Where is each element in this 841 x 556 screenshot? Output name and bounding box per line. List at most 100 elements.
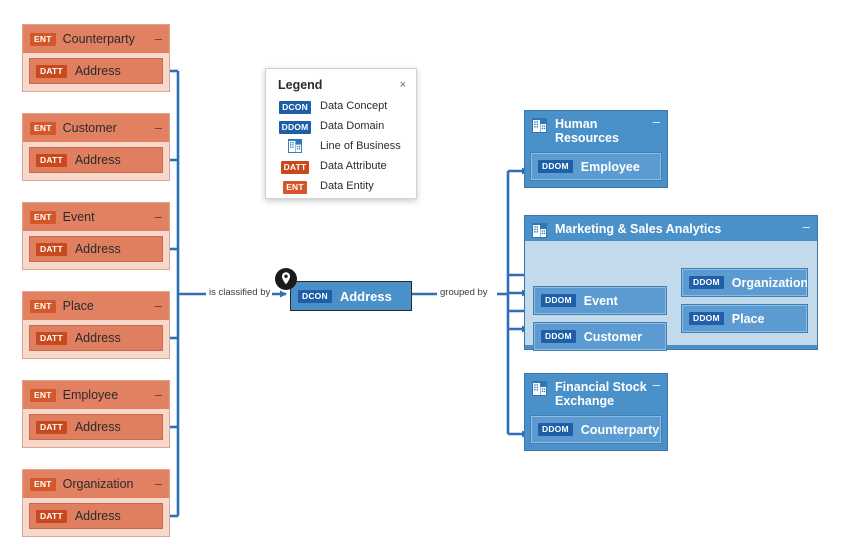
datt-badge: DATT <box>36 64 67 78</box>
attribute-row[interactable]: DATT Address <box>29 503 163 529</box>
domain-name: Employee <box>580 159 640 174</box>
edge-label-grouped-by: grouped by <box>438 287 490 298</box>
entity-card-customer[interactable]: ENT Customer – DATT Address <box>22 113 170 181</box>
entity-header[interactable]: ENT Event – <box>23 203 169 231</box>
edge-label-is-classified-by: is classified by <box>207 287 273 298</box>
lob-group-human-resources[interactable]: Human Resources – DDOM Employee <box>524 110 668 188</box>
attribute-name: Address <box>74 509 121 523</box>
entity-card-event[interactable]: ENT Event – DATT Address <box>22 202 170 270</box>
entity-body: DATT Address <box>23 409 169 447</box>
ent-badge: ENT <box>30 32 56 46</box>
dcon-badge: DCON <box>298 289 332 303</box>
datt-badge: DATT <box>280 161 310 174</box>
entity-name: Place <box>62 299 94 313</box>
attribute-row[interactable]: DATT Address <box>29 414 163 440</box>
legend-label: Data Entity <box>320 180 374 192</box>
legend-panel[interactable]: Legend × DCON Data Concept DDOM Data Dom… <box>265 68 417 199</box>
collapse-icon[interactable]: – <box>154 298 162 313</box>
ddom-badge: DDOM <box>541 294 576 307</box>
collapse-icon[interactable]: – <box>154 476 162 491</box>
domain-row-employee[interactable]: DDOM Employee <box>530 152 662 181</box>
legend-label: Data Domain <box>320 120 385 132</box>
legend-item-data-domain: DDOM Data Domain <box>266 116 416 136</box>
entity-name: Counterparty <box>62 32 135 46</box>
ddom-badge: DDOM <box>541 330 576 343</box>
lob-body: DDOM Counterparty <box>525 412 667 449</box>
lob-name: Financial Stock Exchange <box>555 380 647 408</box>
ent-badge: ENT <box>30 210 56 224</box>
ddom-badge: DDOM <box>689 276 724 289</box>
attribute-row[interactable]: DATT Address <box>29 58 163 84</box>
entity-card-place[interactable]: ENT Place – DATT Address <box>22 291 170 359</box>
domain-row-counterparty[interactable]: DDOM Counterparty <box>530 415 662 444</box>
legend-item-line-of-business: Line of Business <box>266 136 416 156</box>
building-icon <box>288 138 302 153</box>
legend-label: Data Concept <box>320 100 388 112</box>
domain-row-place[interactable]: DDOM Place <box>681 304 808 333</box>
entity-header[interactable]: ENT Counterparty – <box>23 25 169 53</box>
entity-name: Customer <box>62 121 117 135</box>
lob-header[interactable]: Marketing & Sales Analytics – <box>525 216 817 241</box>
datt-badge: DATT <box>36 153 67 167</box>
entity-header[interactable]: ENT Employee – <box>23 381 169 409</box>
collapse-icon[interactable]: – <box>154 387 162 402</box>
lob-header[interactable]: Financial Stock Exchange – <box>525 374 667 412</box>
attribute-row[interactable]: DATT Address <box>29 236 163 262</box>
attribute-name: Address <box>74 331 121 345</box>
attribute-name: Address <box>74 420 121 434</box>
legend-key <box>278 137 312 156</box>
collapse-icon[interactable]: – <box>154 120 162 135</box>
domain-name: Customer <box>583 329 643 344</box>
collapse-icon[interactable]: – <box>802 219 810 234</box>
attribute-name: Address <box>74 64 121 78</box>
entity-header[interactable]: ENT Organization – <box>23 470 169 498</box>
entity-name: Event <box>62 210 95 224</box>
collapse-icon[interactable]: – <box>154 31 162 46</box>
ent-badge: ENT <box>30 121 56 135</box>
building-icon <box>532 118 547 133</box>
domain-row-event[interactable]: DDOM Event <box>533 286 667 315</box>
entity-body: DATT Address <box>23 320 169 358</box>
data-concept-node-address[interactable]: DCON Address <box>290 281 412 311</box>
building-icon <box>532 381 547 396</box>
ent-badge: ENT <box>30 299 56 313</box>
close-icon[interactable]: × <box>399 78 406 91</box>
entity-header[interactable]: ENT Customer – <box>23 114 169 142</box>
lob-group-marketing-sales-analytics[interactable]: Marketing & Sales Analytics – DDOM Event… <box>524 215 818 351</box>
legend-label: Data Attribute <box>320 160 387 172</box>
lob-header[interactable]: Human Resources – <box>525 111 667 149</box>
collapse-icon[interactable]: – <box>652 377 660 392</box>
ddom-badge: DDOM <box>689 312 724 325</box>
lob-body: DDOM Employee <box>525 149 667 186</box>
ent-badge: ENT <box>30 477 56 491</box>
entity-card-counterparty[interactable]: ENT Counterparty – DATT Address <box>22 24 170 92</box>
ent-badge: ENT <box>283 181 307 194</box>
legend-key: DATT <box>278 157 312 175</box>
domain-name: Counterparty <box>580 422 660 437</box>
entity-body: DATT Address <box>23 53 169 91</box>
ddom-badge: DDOM <box>538 160 573 173</box>
domain-name: Organization <box>731 275 809 290</box>
attribute-row[interactable]: DATT Address <box>29 147 163 173</box>
collapse-icon[interactable]: – <box>652 114 660 129</box>
domain-row-customer[interactable]: DDOM Customer <box>533 322 667 351</box>
entity-body: DATT Address <box>23 142 169 180</box>
entity-header[interactable]: ENT Place – <box>23 292 169 320</box>
entity-card-organization[interactable]: ENT Organization – DATT Address <box>22 469 170 537</box>
legend-item-data-attribute: DATT Data Attribute <box>266 156 416 176</box>
attribute-row[interactable]: DATT Address <box>29 325 163 351</box>
collapse-icon[interactable]: – <box>154 209 162 224</box>
datt-badge: DATT <box>36 242 67 256</box>
legend-item-data-concept: DCON Data Concept <box>266 96 416 116</box>
entity-card-employee[interactable]: ENT Employee – DATT Address <box>22 380 170 448</box>
location-pin-icon <box>275 268 297 290</box>
legend-key: ENT <box>278 177 312 195</box>
attribute-name: Address <box>74 153 121 167</box>
legend-key: DDOM <box>278 117 312 135</box>
legend-header: Legend × <box>266 69 416 96</box>
legend-title: Legend <box>278 78 323 92</box>
domain-row-organization[interactable]: DDOM Organization <box>681 268 809 297</box>
dcon-badge: DCON <box>279 101 311 114</box>
lob-name: Human Resources <box>555 117 619 145</box>
lob-group-financial-stock-exchange[interactable]: Financial Stock Exchange – DDOM Counterp… <box>524 373 668 451</box>
